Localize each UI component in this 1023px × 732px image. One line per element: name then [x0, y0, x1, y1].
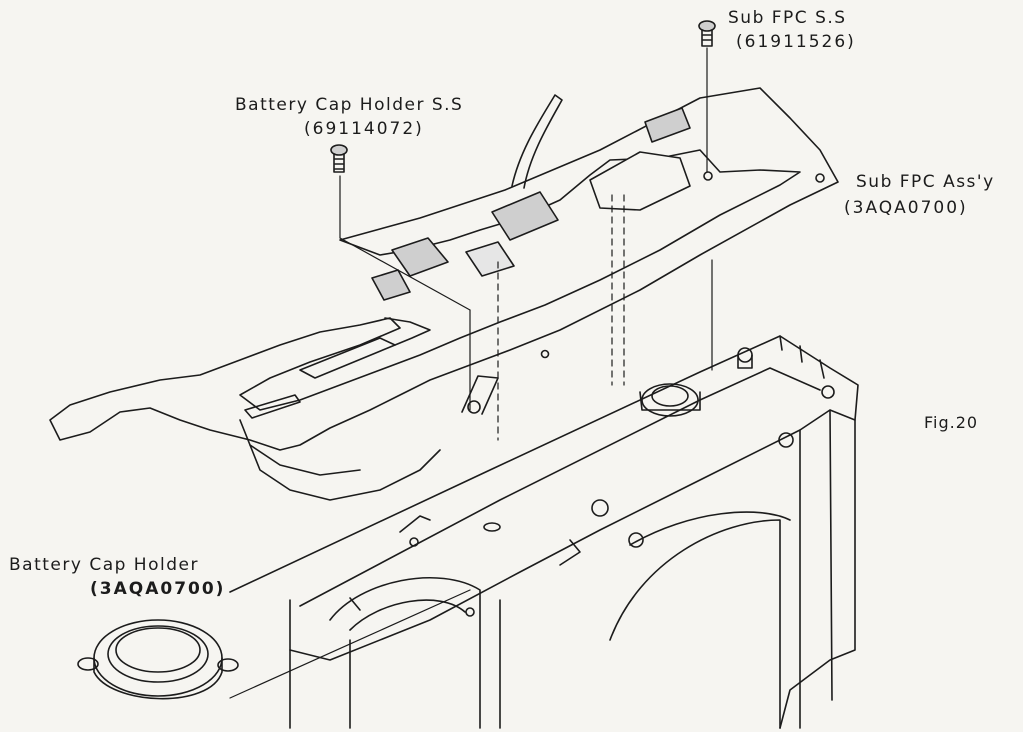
label-sub-fpc-assy-code: (3AQA0700)	[844, 198, 968, 218]
label-battery-cap-holder-ss: Battery Cap Holder S.S	[235, 95, 464, 115]
camera-body-frame	[229, 335, 859, 729]
label-sub-fpc-ss-code: (61911526)	[736, 32, 856, 52]
figure-number: Fig.20	[924, 413, 979, 432]
label-battery-cap-holder-code: (3AQA0700)	[90, 579, 226, 599]
fpc-tail	[511, 94, 563, 189]
label-battery-cap-holder-ss-code: (69114072)	[304, 119, 424, 139]
label-sub-fpc-assy: Sub FPC Ass'y	[856, 172, 995, 192]
assembly-lines	[229, 47, 713, 699]
label-sub-fpc-ss: Sub FPC S.S	[728, 8, 847, 28]
battery-cap-holder-screw	[330, 144, 348, 173]
fpc-components	[371, 107, 691, 301]
sub-fpc-screw	[698, 20, 716, 47]
battery-cap-holder-part	[77, 619, 239, 700]
sub-fpc-board	[49, 87, 839, 501]
label-battery-cap-holder: Battery Cap Holder	[9, 555, 199, 575]
